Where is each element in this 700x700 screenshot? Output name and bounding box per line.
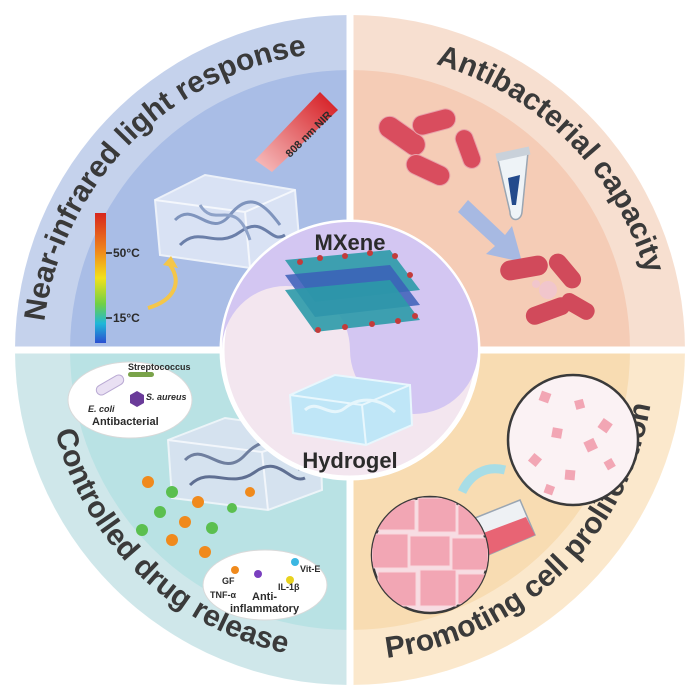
hydrogel-cube-top <box>153 173 302 270</box>
heating-arrow-head <box>163 256 178 268</box>
label-vit-e: Vit-E <box>300 564 320 574</box>
label-anti: Anti- <box>252 591 277 603</box>
label-s-aureus: S. aureus <box>146 392 187 402</box>
damaged-bacteria <box>500 253 595 325</box>
thermometer-scale: 50°C 15°C <box>95 213 140 343</box>
label-inflammatory: inflammatory <box>230 603 300 615</box>
label-il: IL-1β <box>278 582 300 592</box>
streptococcus-icon <box>128 372 154 377</box>
cell-dish-large <box>370 495 490 615</box>
il-dot <box>286 576 294 584</box>
label-antibacterial: Antibacterial <box>92 416 159 428</box>
drug-particles <box>136 476 255 558</box>
process-arrow <box>458 200 522 262</box>
bacteria-group <box>378 108 482 186</box>
label-gf: GF <box>222 576 235 586</box>
temp-high-label: 50°C <box>113 246 140 260</box>
center-hydrogel-label: Hydrogel <box>302 448 397 473</box>
test-tube <box>495 146 531 221</box>
hydrogel-block <box>288 373 414 447</box>
ecoli-icon <box>95 374 125 396</box>
label-tnf: TNF-α <box>210 590 236 600</box>
tnf-dot <box>254 570 262 578</box>
vit-e-dot <box>291 558 299 566</box>
label-ecoli: E. coli <box>88 404 115 414</box>
temp-low-label: 15°C <box>113 311 140 325</box>
mxene-structure <box>285 250 420 333</box>
cell-dish-small <box>506 373 640 507</box>
gf-dot <box>231 566 239 574</box>
label-streptococcus: Streptococcus <box>128 362 191 372</box>
heating-arrow <box>147 263 178 310</box>
center-mxene-label: MXene <box>315 230 386 255</box>
proliferation-arrow <box>457 464 507 495</box>
s-aureus-icon <box>130 391 144 407</box>
